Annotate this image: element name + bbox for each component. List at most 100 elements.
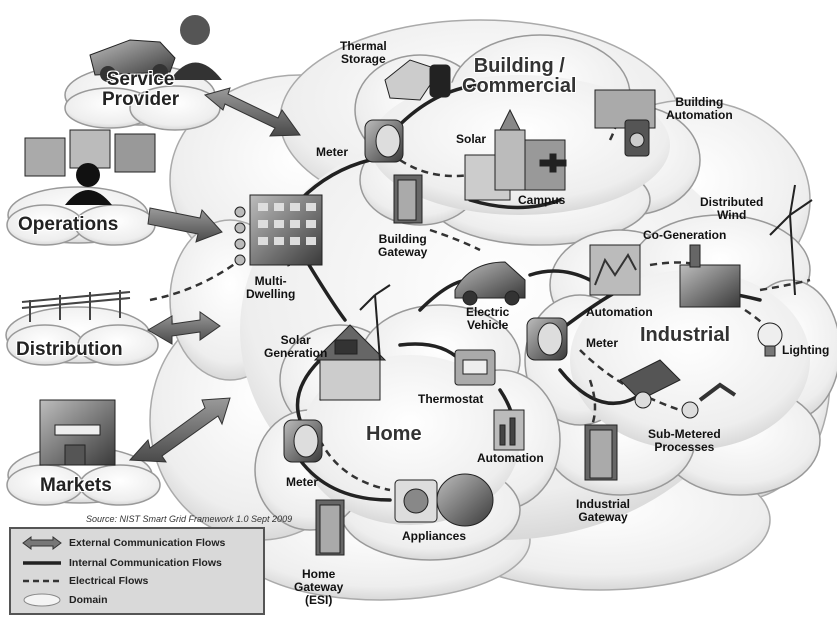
worker-icon xyxy=(170,15,222,80)
label-automation-home: Automation xyxy=(477,451,544,465)
label-distributed-wind: Distributed Wind xyxy=(700,196,763,222)
hgw-line3: (ESI) xyxy=(305,593,333,607)
label-meter-building: Meter xyxy=(316,145,349,159)
legend: External Communication Flows Internal Co… xyxy=(9,527,265,615)
legend-cloud-icon xyxy=(21,593,63,607)
domain-industrial: Industrial xyxy=(640,324,731,346)
building-gateway-door-icon xyxy=(393,174,423,224)
legend-row-electrical: Electrical Flows xyxy=(21,573,148,589)
label-electric-vehicle: Electric Vehicle xyxy=(466,306,509,332)
label-campus: Campus xyxy=(518,193,566,207)
bauto-line2: Automation xyxy=(666,108,733,122)
legend-label: External Communication Flows xyxy=(69,537,226,549)
internal-flows xyxy=(295,83,762,502)
external-arrows xyxy=(128,87,301,463)
meter-icon-building xyxy=(364,119,404,163)
label-lighting: Lighting xyxy=(782,343,830,357)
solar-wind-icon xyxy=(359,284,391,361)
arrow-distribution xyxy=(147,311,221,345)
monitors-icon xyxy=(24,129,156,177)
domain-distribution: Distribution xyxy=(16,339,123,360)
industrial-cloud xyxy=(524,214,837,496)
bauto-line1: Building xyxy=(675,95,724,109)
building-line2: Commercial xyxy=(462,75,577,97)
label-building-gateway: Building Gateway xyxy=(378,233,427,259)
truck-icon xyxy=(89,39,176,82)
igw-line2: Gateway xyxy=(578,510,628,524)
operations-cloud xyxy=(6,186,156,246)
campus-icon xyxy=(464,108,567,201)
factory-icon xyxy=(679,244,741,308)
legend-row-domain: Domain xyxy=(21,592,108,608)
bgw-line1: Building xyxy=(378,232,427,246)
industrial-gateway-door-icon xyxy=(584,424,618,481)
arrow-service-provider xyxy=(203,87,301,137)
house-icon xyxy=(313,324,387,401)
legend-solid-line-icon xyxy=(21,556,63,570)
label-home-gateway: Home Gateway (ESI) xyxy=(294,568,343,607)
building-line1: Building / xyxy=(473,55,565,77)
legend-label: Internal Communication Flows xyxy=(69,557,222,569)
label-thermostat: Thermostat xyxy=(418,392,484,406)
domain-service-provider: Service Provider xyxy=(102,70,179,110)
label-co-generation: Co-Generation xyxy=(643,228,727,242)
sub-metered-process-icon xyxy=(619,359,737,419)
label-solar-building: Solar xyxy=(456,132,487,146)
label-solar-generation: Solar Generation xyxy=(264,334,327,360)
sg-line2: Generation xyxy=(264,346,328,360)
multi-dwelling-icon xyxy=(234,194,323,266)
legend-row-external: External Communication Flows xyxy=(21,535,225,551)
sm-line2: Processes xyxy=(654,440,715,454)
igw-line1: Industrial xyxy=(576,497,631,511)
domain-operations: Operations xyxy=(18,214,119,235)
domain-home: Home xyxy=(366,423,422,445)
domain-building-commercial: Building / Commercial xyxy=(462,56,577,96)
electric-vehicle-icon xyxy=(454,261,526,306)
arrow-operations xyxy=(147,207,223,243)
service-provider-line2: Provider xyxy=(102,89,180,110)
power-lines-icon xyxy=(21,290,131,322)
wind-turbine-icon xyxy=(769,184,813,296)
label-thermal-storage: Thermal Storage xyxy=(340,40,387,66)
bgw-line2: Gateway xyxy=(378,245,428,259)
legend-label: Electrical Flows xyxy=(69,575,149,587)
legend-label: Domain xyxy=(69,594,108,606)
ev-line2: Vehicle xyxy=(466,318,509,332)
thermal-line1: Thermal xyxy=(340,39,387,53)
industrial-automation-icon xyxy=(589,244,641,296)
label-multi-dwelling: Multi- Dwelling xyxy=(246,275,295,301)
md-line2: Dwelling xyxy=(246,287,296,301)
meter-icon-industrial xyxy=(526,317,568,361)
thermal-line2: Storage xyxy=(341,52,386,66)
dw-line2: Wind xyxy=(717,208,747,222)
hgw-line2: Gateway xyxy=(294,580,344,594)
thermal-storage-icon xyxy=(384,59,451,101)
label-sub-metered: Sub-Metered Processes xyxy=(648,428,721,454)
distribution-cloud xyxy=(5,306,159,366)
md-line1: Multi- xyxy=(254,274,287,288)
ev-line1: Electric xyxy=(466,305,510,319)
sg-line1: Solar xyxy=(280,333,311,347)
meter-icon-home xyxy=(283,419,323,463)
service-provider-line1: Service xyxy=(106,69,175,90)
home-automation-icon xyxy=(493,409,525,451)
label-appliances: Appliances xyxy=(402,529,467,543)
home-gateway-door-icon xyxy=(315,499,345,556)
legend-row-internal: Internal Communication Flows xyxy=(21,555,222,571)
label-meter-home: Meter xyxy=(286,475,319,489)
thermostat-icon xyxy=(454,349,496,386)
operator-icon xyxy=(65,163,112,205)
dw-line1: Distributed xyxy=(700,195,764,209)
sm-line1: Sub-Metered xyxy=(648,427,721,441)
arrow-markets xyxy=(128,397,231,463)
building-automation-icon xyxy=(594,89,656,157)
domain-markets: Markets xyxy=(40,475,112,496)
legend-dashed-line-icon xyxy=(21,574,63,588)
label-industrial-gateway: Industrial Gateway xyxy=(576,498,630,524)
markets-building-icon xyxy=(39,399,116,466)
lightbulb-icon xyxy=(757,322,783,357)
label-meter-industrial: Meter xyxy=(586,336,619,350)
hgw-line1: Home xyxy=(302,567,336,581)
